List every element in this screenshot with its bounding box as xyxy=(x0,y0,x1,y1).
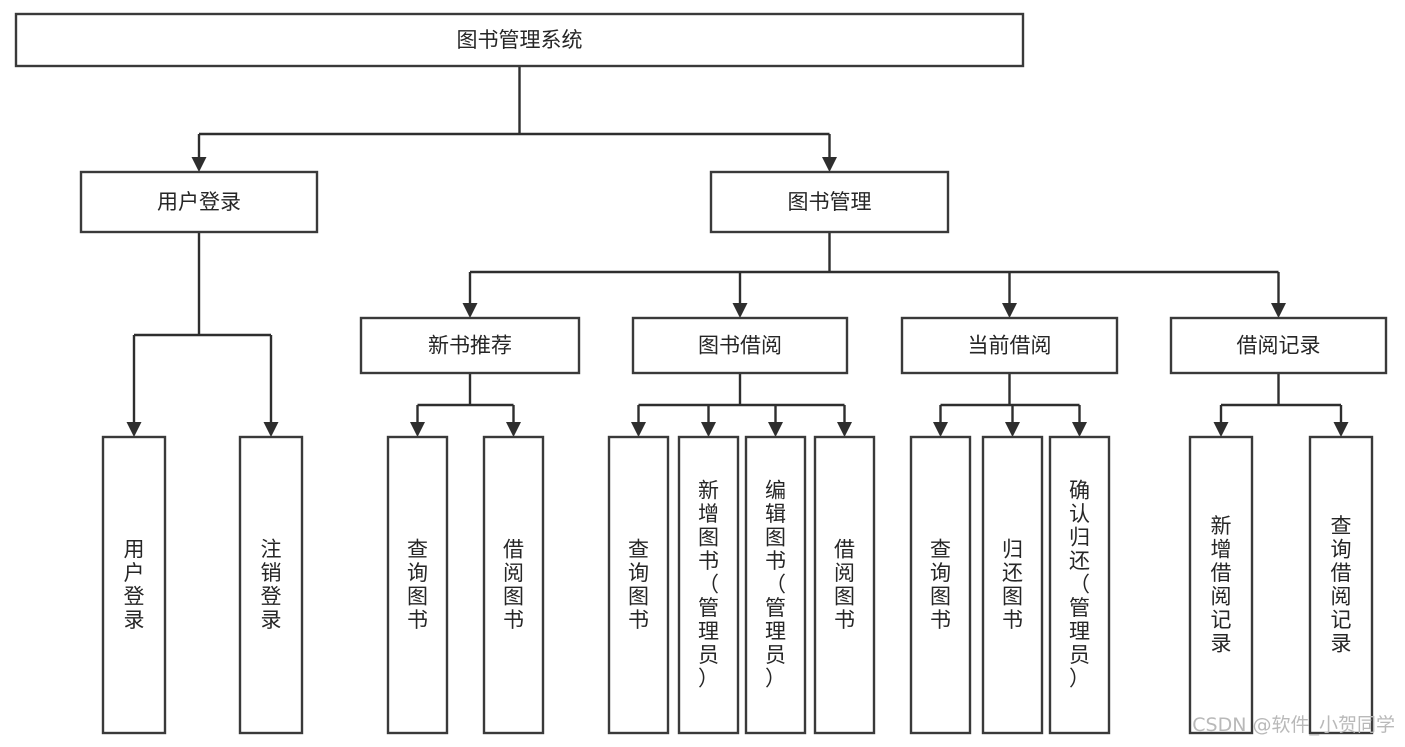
node-box xyxy=(1308,435,1374,735)
node-box xyxy=(386,435,449,735)
node-box xyxy=(482,435,545,735)
arrow-head-icon xyxy=(1333,422,1349,437)
node-leaf-query-book-3[interactable]: 查询图书 xyxy=(909,435,972,735)
node-leaf-add-book[interactable]: 新增图书（管理员） xyxy=(677,435,740,735)
node-undefined[interactable]: 图书管理系统 xyxy=(14,12,1025,68)
node-box xyxy=(1048,435,1111,735)
node-leaf-add-borrow-record[interactable]: 新增借阅记录 xyxy=(1188,435,1254,735)
node-label: 借阅记录 xyxy=(1237,334,1321,358)
arrow-head-icon xyxy=(837,422,852,437)
node-label: 借阅图书 xyxy=(503,537,524,632)
node-box xyxy=(813,435,876,735)
node-label: 确认归还（管理员） xyxy=(1069,479,1090,691)
arrow-head-icon xyxy=(191,157,207,172)
node-label: 当前借阅 xyxy=(968,334,1052,358)
node-label: 新书推荐 xyxy=(428,334,512,358)
node-box xyxy=(1188,435,1254,735)
node-label: 图书管理 xyxy=(788,190,872,214)
node-label: 归还图书 xyxy=(1002,537,1023,632)
node-label: 编辑图书（管理员） xyxy=(765,479,786,691)
arrow-head-icon xyxy=(822,157,837,172)
node-leaf-borrow-book-1[interactable]: 借阅图书 xyxy=(482,435,545,735)
node-box xyxy=(981,435,1044,735)
arrow-head-icon xyxy=(1005,422,1020,437)
connectors-layer xyxy=(126,66,1349,437)
nodes-layer: 图书管理系统用户登录图书管理新书推荐图书借阅当前借阅借阅记录用户登录注销登录查询… xyxy=(14,12,1388,735)
node-new-book-recommend[interactable]: 新书推荐 xyxy=(359,316,581,375)
node-label: 用户登录 xyxy=(157,190,241,214)
node-book-manage[interactable]: 图书管理 xyxy=(709,170,950,234)
node-box xyxy=(1169,316,1388,375)
node-label: 借阅图书 xyxy=(834,537,855,632)
node-leaf-query-book-1[interactable]: 查询图书 xyxy=(386,435,449,735)
node-box xyxy=(79,170,319,234)
node-leaf-query-borrow-record[interactable]: 查询借阅记录 xyxy=(1308,435,1374,735)
node-leaf-confirm-return[interactable]: 确认归还（管理员） xyxy=(1048,435,1111,735)
node-label: 查询图书 xyxy=(407,537,428,632)
node-label: 查询借阅记录 xyxy=(1331,514,1352,656)
arrow-head-icon xyxy=(732,303,748,318)
node-leaf-user-login[interactable]: 用户登录 xyxy=(101,435,167,735)
node-borrow-record[interactable]: 借阅记录 xyxy=(1169,316,1388,375)
arrow-head-icon xyxy=(1072,422,1087,437)
node-box xyxy=(744,435,807,735)
csdn-watermark: CSDN @软件_小贺同学 xyxy=(1192,714,1395,736)
node-box xyxy=(900,316,1119,375)
node-leaf-query-book-2[interactable]: 查询图书 xyxy=(607,435,670,735)
arrow-head-icon xyxy=(410,422,425,437)
arrow-head-icon xyxy=(631,422,646,437)
node-label: 查询图书 xyxy=(628,537,649,632)
node-leaf-user-logout[interactable]: 注销登录 xyxy=(238,435,304,735)
node-label: 查询图书 xyxy=(930,537,951,632)
node-label: 新增借阅记录 xyxy=(1211,514,1232,656)
node-label: 用户登录 xyxy=(124,537,145,632)
node-leaf-borrow-book-2[interactable]: 借阅图书 xyxy=(813,435,876,735)
node-box xyxy=(238,435,304,735)
arrow-head-icon xyxy=(701,422,716,437)
node-box xyxy=(14,12,1025,68)
node-box xyxy=(101,435,167,735)
node-box xyxy=(677,435,740,735)
node-book-borrow[interactable]: 图书借阅 xyxy=(631,316,849,375)
arrow-head-icon xyxy=(1002,303,1017,318)
node-box xyxy=(909,435,972,735)
node-current-borrow[interactable]: 当前借阅 xyxy=(900,316,1119,375)
node-box xyxy=(631,316,849,375)
arrow-head-icon xyxy=(506,422,521,437)
node-box xyxy=(709,170,950,234)
arrow-head-icon xyxy=(933,422,948,437)
arrow-head-icon xyxy=(1213,422,1229,437)
node-label: 新增图书（管理员） xyxy=(698,479,719,691)
arrow-head-icon xyxy=(1271,303,1286,318)
arrow-head-icon xyxy=(462,303,478,318)
node-leaf-edit-book[interactable]: 编辑图书（管理员） xyxy=(744,435,807,735)
arrow-head-icon xyxy=(126,422,142,437)
node-box xyxy=(359,316,581,375)
node-leaf-return-book[interactable]: 归还图书 xyxy=(981,435,1044,735)
node-label: 图书借阅 xyxy=(698,334,782,358)
node-box xyxy=(607,435,670,735)
arrow-head-icon xyxy=(768,422,783,437)
node-user-login[interactable]: 用户登录 xyxy=(79,170,319,234)
node-label: 图书管理系统 xyxy=(457,28,583,52)
arrow-head-icon xyxy=(263,422,279,437)
node-label: 注销登录 xyxy=(261,537,282,632)
